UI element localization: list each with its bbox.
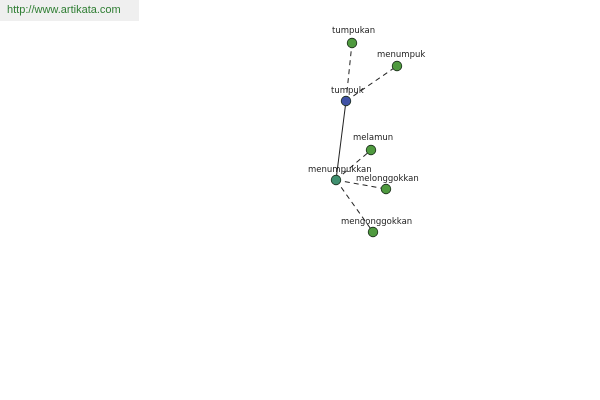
node-label-tumpuk: tumpuk — [331, 86, 364, 96]
node-label-melamun: melamun — [353, 133, 393, 143]
nodes-layer: tumpuk tumpukan menumpuk menumpukkan melamun… — [308, 26, 425, 238]
node-mengonggokkan[interactable]: mengonggokkan — [341, 217, 412, 238]
node-label-menumpukkan: menumpukkan — [308, 165, 372, 175]
node-circle-melonggokkan[interactable] — [380, 183, 392, 195]
node-circle-tumpuk[interactable] — [340, 95, 352, 107]
node-menumpukkan[interactable]: menumpukkan — [308, 165, 372, 186]
node-label-mengonggokkan: mengonggokkan — [341, 217, 412, 227]
node-circle-tumpukan[interactable] — [346, 37, 358, 49]
node-tumpuk[interactable]: tumpuk — [331, 86, 364, 107]
node-label-tumpukan: tumpukan — [332, 26, 375, 36]
edge-tumpuk-tumpukan — [345, 42, 353, 102]
edge-menumpukkan-melamun — [335, 149, 372, 181]
node-melonggokkan[interactable]: melonggokkan — [356, 174, 419, 195]
node-circle-menumpuk[interactable] — [391, 60, 403, 72]
edge-tumpuk-menumpuk — [345, 65, 398, 102]
edge-tumpuk-menumpukkan — [335, 100, 347, 181]
node-circle-menumpukkan[interactable] — [330, 174, 342, 186]
node-circle-melamun[interactable] — [365, 144, 377, 156]
source-url-link[interactable]: http://www.artikata.com — [0, 0, 139, 21]
node-label-melonggokkan: melonggokkan — [356, 174, 419, 184]
edge-menumpukkan-mengonggokkan — [335, 179, 374, 233]
node-label-menumpuk: menumpuk — [377, 50, 425, 60]
node-tumpukan[interactable]: tumpukan — [332, 26, 375, 49]
node-menumpuk[interactable]: menumpuk — [377, 50, 425, 72]
edges-layer — [335, 42, 398, 233]
node-circle-mengonggokkan[interactable] — [367, 226, 379, 238]
node-melamun[interactable]: melamun — [353, 133, 393, 156]
